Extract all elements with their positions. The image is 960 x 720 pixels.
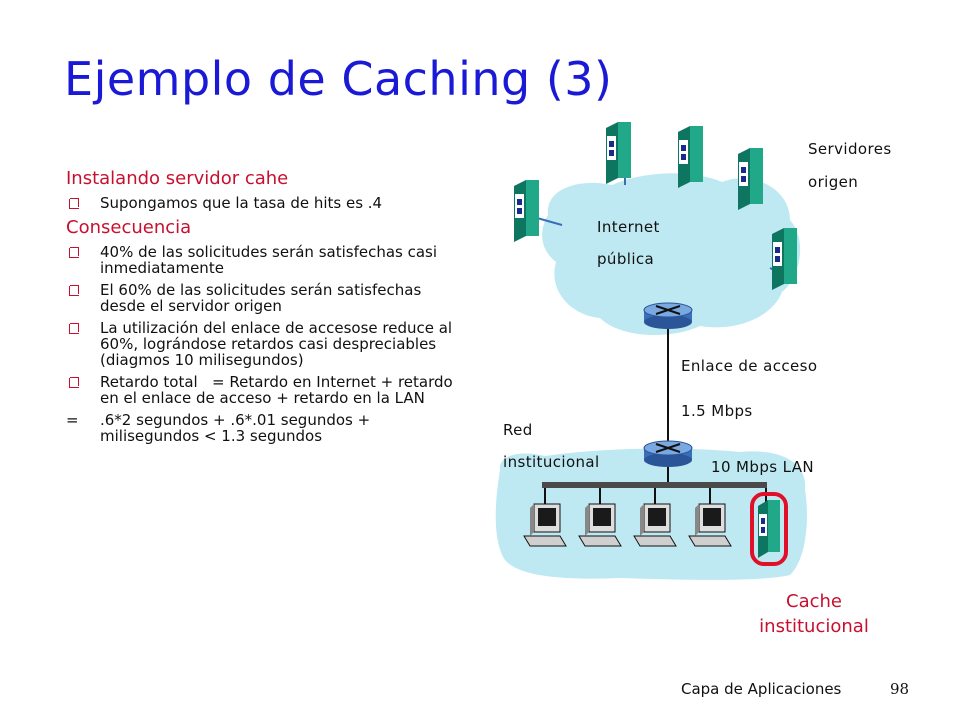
cache-highlight <box>750 492 788 566</box>
workstation-icon <box>633 503 677 547</box>
institutional-cache-server-icon <box>750 492 788 566</box>
bullet-item: 40% de las solicitudes serán satisfechas… <box>66 244 461 276</box>
workstation-icon <box>578 503 622 547</box>
internet-label: Internet <box>597 218 660 236</box>
internet-label: pública <box>597 250 655 268</box>
equation-text: .6*2 segundos + .6*.01 segundos + milise… <box>100 411 371 445</box>
internet-router-icon <box>643 302 693 329</box>
bullet-list-installing: Supongamos que la tasa de hits es .4 <box>66 195 461 211</box>
origin-server-icon <box>772 228 797 290</box>
lan-bus <box>542 482 767 488</box>
section-heading-consequence: Consecuencia <box>66 217 192 238</box>
origin-server-icon <box>514 180 539 242</box>
page-number: 98 <box>890 680 910 698</box>
bullet-item: La utilización del enlace de accesose re… <box>66 320 461 368</box>
institutional-network-label: Red <box>503 421 533 439</box>
equation-symbol: = <box>66 411 79 429</box>
workstation-icon <box>688 503 732 547</box>
bullet-square-icon <box>69 285 79 296</box>
footer-text: Capa de Aplicaciones <box>681 680 842 698</box>
lan-speed-label: 10 Mbps LAN <box>711 458 815 476</box>
origin-servers-label: Servidores <box>808 140 892 158</box>
text-column: Instalando servidor cahe Supongamos que … <box>66 168 461 444</box>
institutional-network-label: institucional <box>503 453 600 471</box>
origin-server-icon <box>678 126 703 188</box>
access-link-label: Enlace de acceso <box>681 357 818 375</box>
origin-server-icon <box>606 122 631 184</box>
bullet-square-icon <box>69 377 79 388</box>
cache-label: Cache institucional <box>759 591 869 637</box>
bullet-square-icon <box>69 247 79 258</box>
origin-server-icon <box>738 148 763 210</box>
institutional-router-icon <box>643 440 693 467</box>
bullet-item: El 60% de las solicitudes serán satisfec… <box>66 282 461 314</box>
bullet-square-icon <box>69 323 79 334</box>
bullet-item: Supongamos que la tasa de hits es .4 <box>66 195 461 211</box>
internet-cloud <box>542 173 801 336</box>
section-heading-installing: Instalando servidor cahe <box>66 168 289 189</box>
origin-servers-label: origen <box>808 173 859 191</box>
bullet-list-consequence: 40% de las solicitudes serán satisfechas… <box>66 244 461 406</box>
delay-equation: = .6*2 segundos + .6*.01 segundos + mili… <box>66 412 461 444</box>
bullet-square-icon <box>69 198 79 209</box>
slide-title: Ejemplo de Caching (3) <box>64 52 613 106</box>
workstation-icon <box>523 503 567 547</box>
access-link-speed: 1.5 Mbps <box>681 402 753 420</box>
bullet-item: Retardo total = Retardo en Internet + re… <box>66 374 461 406</box>
